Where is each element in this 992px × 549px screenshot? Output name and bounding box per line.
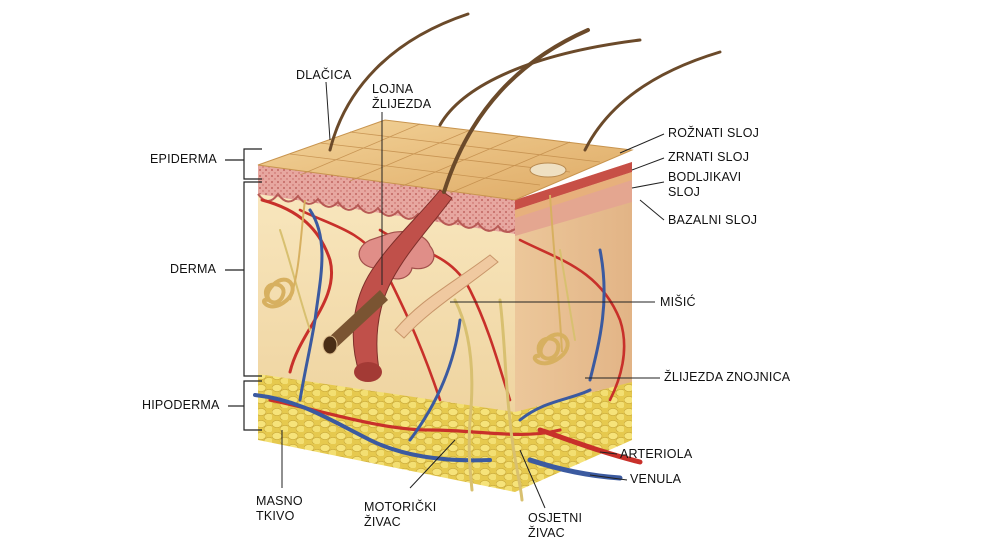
label-bodljikavi-line1: BODLJIKAVI <box>668 170 742 184</box>
nerve-4 <box>559 249 576 341</box>
label-bodljikavi-line2: SLOJ <box>668 185 701 199</box>
epiderma-bracket <box>243 148 262 180</box>
label-lojna-zlijezda: LOJNA ŽLIJEZDA <box>372 82 431 112</box>
label-arteriola: ARTERIOLA <box>620 447 693 461</box>
nerve-2 <box>498 298 524 502</box>
label-bodljikavi-sloj: BODLJIKAVI SLOJ <box>668 170 741 200</box>
label-motoricki-line1: MOTORIČKI <box>364 500 437 514</box>
label-osjetni-line2: ŽIVAC <box>528 526 565 540</box>
vein-3 <box>408 318 462 442</box>
hair-cut-section <box>322 290 388 355</box>
vein-4 <box>588 248 606 382</box>
skin-block <box>257 119 634 492</box>
sweat-pore <box>529 162 567 178</box>
hair-3 <box>438 38 642 127</box>
hair-2 <box>442 28 590 194</box>
hair-4 <box>583 50 722 152</box>
label-hipoderma: HIPODERMA <box>142 398 220 412</box>
label-lojna-line2: ŽLIJEZDA <box>372 97 432 111</box>
nerve-1 <box>453 298 474 492</box>
label-masno-line1: MASNO <box>256 494 303 508</box>
label-dlacica: DLAČICA <box>296 68 352 82</box>
label-bazalni-sloj: BAZALNI SLOJ <box>668 213 758 227</box>
label-venula: VENULA <box>630 472 682 486</box>
hair-1 <box>328 12 470 152</box>
vein-2 <box>253 393 492 463</box>
label-osjetni-zivac: OSJETNI ŽIVAC <box>528 511 582 541</box>
artery-1 <box>260 198 334 374</box>
label-roznati-sloj: ROŽNATI SLOJ <box>668 126 760 140</box>
skin-surface <box>257 119 634 201</box>
label-motoricki-line2: ŽIVAC <box>364 515 401 529</box>
label-derma: DERMA <box>170 262 217 276</box>
vein-1 <box>298 208 324 402</box>
artery-4 <box>518 238 626 402</box>
label-misic: MIŠIĆ <box>660 295 696 309</box>
sweat-glands <box>262 194 570 366</box>
arrector-muscle <box>394 254 499 339</box>
label-zlijezda-znojnica: ŽLIJEZDA ZNOJNICA <box>664 370 791 384</box>
derma-bracket <box>243 181 262 377</box>
leader-lines <box>281 81 665 509</box>
label-lojna-line1: LOJNA <box>372 82 414 96</box>
label-epiderma: EPIDERMA <box>150 152 217 166</box>
hair-follicle <box>352 189 453 376</box>
hairs <box>328 12 722 194</box>
epidermis-front <box>258 165 515 234</box>
vein-5 <box>527 457 623 481</box>
label-zrnati-sloj: ZRNATI SLOJ <box>668 150 750 164</box>
label-osjetni-line1: OSJETNI <box>528 511 583 525</box>
papillae-edge <box>257 192 516 233</box>
label-masno-line2: TKIVO <box>256 509 295 523</box>
hair-bulb <box>354 362 382 382</box>
vein-6 <box>518 388 592 422</box>
label-motoricki-zivac: MOTORIČKI ŽIVAC <box>364 500 436 530</box>
layer-brackets <box>225 148 262 431</box>
label-masno-tkivo: MASNO TKIVO <box>256 494 303 524</box>
